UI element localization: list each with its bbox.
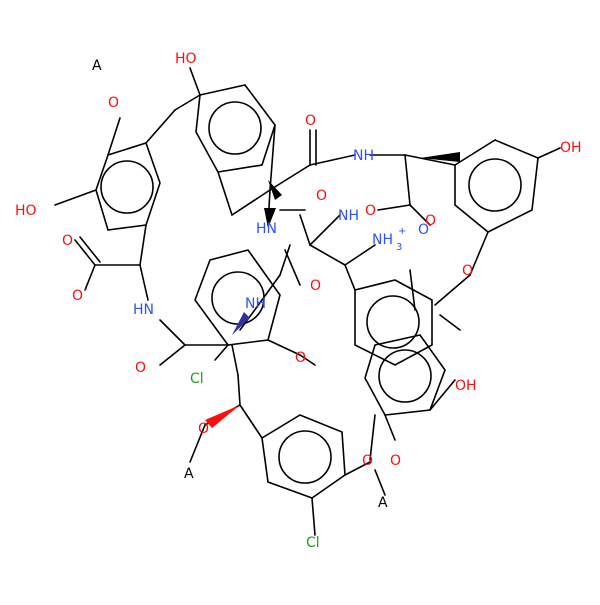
label-nh5: HN — [256, 221, 277, 237]
ring-mid-left — [194, 249, 281, 346]
ring-mid-right — [354, 279, 433, 366]
label-o-amide5: O — [310, 278, 321, 294]
label-o-amide2: O — [316, 188, 327, 204]
label-nh3plus-sub: 3 — [396, 242, 402, 253]
label-o-ether1: O — [462, 263, 473, 279]
label-oh2: HO — [15, 203, 37, 219]
atom-labels: A O HO HO OH OH O O - HN NH NH NH HN NH … — [15, 51, 582, 551]
wedge-bonds — [205, 152, 460, 428]
label-nh1: HN — [133, 302, 154, 318]
label-a2: A — [184, 466, 194, 482]
label-o-ether3: O — [198, 421, 209, 437]
ring-top-right-aromatic — [468, 158, 522, 212]
label-nh3plus: NH — [372, 232, 393, 248]
wedge-bond-4 — [205, 405, 240, 428]
ring-bottom-aromatic — [278, 430, 332, 484]
label-o-amide7: O — [418, 222, 429, 238]
label-nh3plus-sup: + — [398, 226, 406, 237]
ring-top-center — [195, 84, 276, 173]
label-o-amide1: O — [305, 113, 316, 129]
label-o-ether2: O — [295, 350, 306, 366]
label-o-ether4: O — [362, 453, 373, 469]
ring-top-center-aromatic — [208, 101, 262, 155]
label-nh4: NH — [245, 296, 266, 312]
wedge-bond-1 — [264, 208, 276, 228]
label-coo-o: O — [72, 288, 83, 304]
label-oh4: OH — [455, 378, 477, 394]
label-cl1: Cl — [190, 371, 204, 387]
label-o1: O — [108, 95, 119, 111]
label-oh1: HO — [175, 51, 197, 67]
ring-lower-center — [364, 334, 446, 416]
wedge-bond-2 — [268, 180, 282, 200]
wedge-bond-5 — [232, 312, 250, 335]
label-coo-minus: - — [84, 284, 88, 295]
label-o-ether5: O — [390, 453, 401, 469]
label-oh3: OH — [560, 140, 582, 156]
ring-top-left-aromatic — [100, 160, 154, 214]
ring-mid-right-aromatic — [366, 295, 420, 349]
label-co1: O — [62, 233, 73, 249]
label-o-amide3: O — [365, 203, 376, 219]
label-a1: A — [92, 58, 102, 74]
ring-lower-center-aromatic — [378, 349, 432, 403]
wedge-bond-3 — [420, 152, 460, 162]
label-nh2: NH — [353, 148, 374, 164]
label-a3: A — [378, 495, 388, 511]
label-o-amide4: O — [425, 213, 436, 229]
label-o-amide6: O — [135, 360, 146, 376]
label-cl2: Cl — [306, 535, 320, 551]
ring-top-right — [454, 139, 539, 233]
label-nh3: NH — [338, 208, 359, 224]
ring-bottom — [261, 414, 346, 499]
ring-top-left — [95, 142, 161, 231]
bonds — [54, 67, 561, 536]
